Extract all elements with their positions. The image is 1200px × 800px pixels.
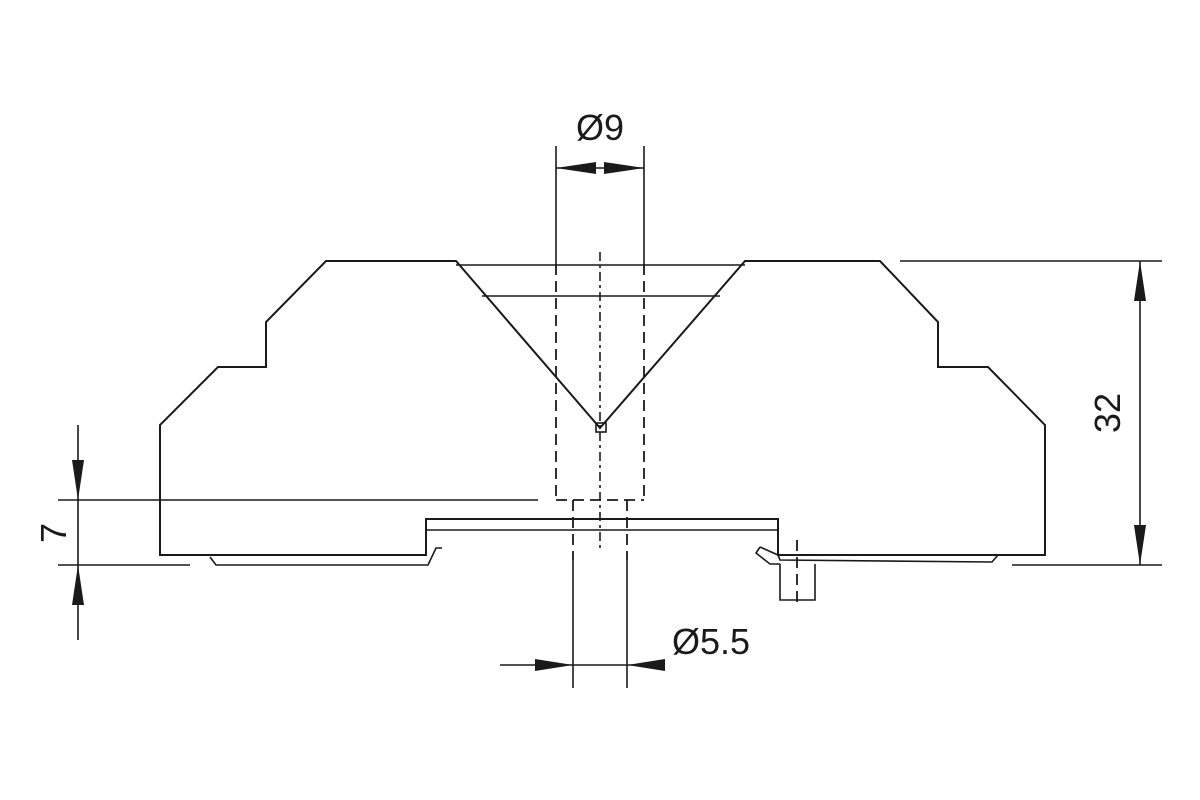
dim-through-hole: Ø5.5 [500, 560, 750, 688]
part-outline [159, 260, 1046, 608]
dim-through-hole-label: Ø5.5 [672, 621, 750, 662]
dim-overall-height-label: 32 [1087, 393, 1128, 433]
dim-top-bore: Ø9 [555, 107, 645, 264]
dim-top-bore-label: Ø9 [576, 107, 624, 148]
dim-base-height: 7 [33, 425, 538, 640]
dim-overall-height: 32 [900, 260, 1162, 566]
dim-base-height-label: 7 [33, 523, 74, 543]
